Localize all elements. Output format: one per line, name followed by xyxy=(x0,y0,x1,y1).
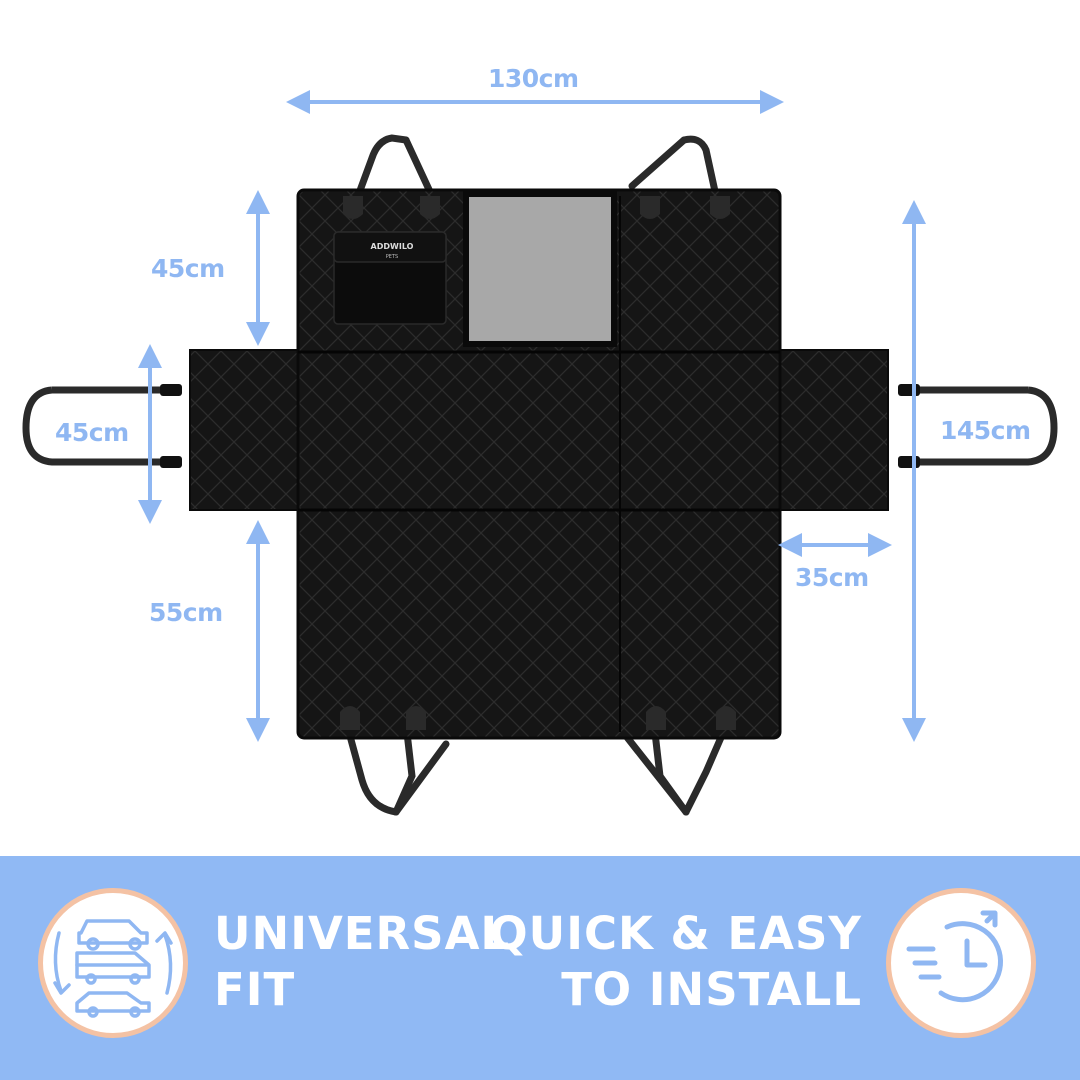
quick-install-text: QUICK & EASY TO INSTALL xyxy=(489,906,862,1018)
mesh-view-window xyxy=(463,191,617,347)
universal-fit-line1: UNIVERSAL xyxy=(214,907,511,960)
top-right-headrest-strap xyxy=(628,135,720,200)
side-flap-width-label: 35cm xyxy=(795,563,869,592)
anchor-tabs xyxy=(340,196,736,730)
dimension-arrows xyxy=(138,90,926,742)
universal-fit-text: UNIVERSAL FIT xyxy=(214,906,510,1018)
bottom-anchor-straps xyxy=(346,720,730,816)
seat-cover-body xyxy=(296,188,782,740)
top-left-headrest-strap xyxy=(354,134,436,200)
vehicle-types-icon xyxy=(53,919,173,1018)
total-height-label: 145cm xyxy=(940,416,1031,445)
quick-install-badge xyxy=(886,888,1036,1038)
pocket-sub-label: PETS xyxy=(386,254,398,260)
width-label: 130cm xyxy=(488,64,579,93)
flap-height-label: 45cm xyxy=(151,254,225,283)
universal-fit-line2: FIT xyxy=(214,963,296,1016)
seat-cover-illustration: ADDWILO PETS xyxy=(22,90,1058,816)
side-flap-height-label: 45cm xyxy=(55,418,129,447)
storage-pocket: ADDWILO PETS xyxy=(333,231,447,325)
fast-clock-icon xyxy=(906,910,1004,1003)
left-side-flap xyxy=(22,349,301,511)
seat-depth-label: 55cm xyxy=(149,598,223,627)
quick-install-line1: QUICK & EASY xyxy=(489,907,862,960)
pocket-brand-label: ADDWILO xyxy=(371,242,414,251)
quick-install-line2: TO INSTALL xyxy=(561,963,862,1016)
universal-fit-badge xyxy=(38,888,188,1038)
